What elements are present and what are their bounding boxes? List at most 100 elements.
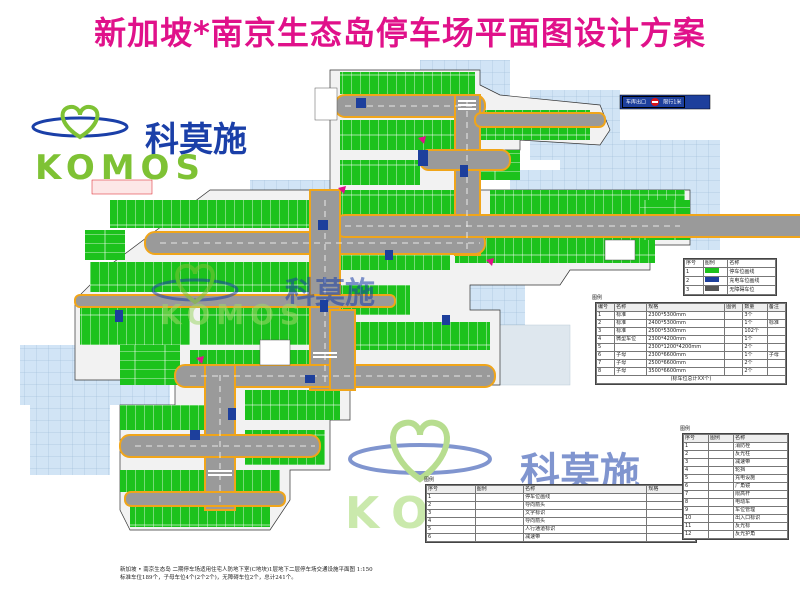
legend2-cell: 8 [595, 367, 616, 376]
legend3-cell: 人行通道标识 [523, 525, 648, 534]
legend2-cell: 2500*5300mm [646, 327, 726, 336]
legend2-cell: 子母 [766, 351, 787, 360]
accessible-charging-stalls [115, 98, 468, 440]
exit-sign-label: 车库出口 [626, 99, 647, 106]
legend4-cell: 5 [682, 474, 710, 483]
heart-logo-icon [31, 104, 129, 140]
legend3-cell: 1 [426, 493, 476, 502]
legend4-cell [708, 522, 735, 531]
legend3-cell: 文字标识 [523, 509, 648, 518]
legend2-cell [724, 359, 744, 368]
heart-watermark-icon [151, 263, 239, 305]
legend4-cell: 7 [682, 490, 710, 499]
legend4-cell: 10 [682, 514, 710, 523]
legend2-cell: 2300*4200mm [646, 335, 726, 344]
legend4-cell [708, 482, 735, 491]
drawing-notes: 新加坡 • 南京生态岛 二期停车场适用住宅人防地下室(C地块)1层地下二层停车场… [120, 566, 420, 582]
legend4-row: 3 减速带 [682, 458, 788, 467]
legend3-cell: 导向箭头 [523, 517, 648, 526]
watermark-english-name: KOMOS [160, 298, 307, 331]
legend2-cell: 6 [595, 351, 616, 360]
legend1-row: 2 充电车位画线 [684, 276, 776, 286]
legend2-cell [766, 359, 787, 368]
legend2-header: 数量 [742, 303, 768, 312]
legend1-header: 名称 [727, 259, 776, 268]
legend1-cell: 3 [684, 285, 704, 295]
legend2-cell: 2个 [742, 367, 768, 376]
legend3-header: 名称 [523, 485, 648, 494]
legend4-cell: 反光护角 [733, 530, 788, 539]
legend4-cell: 出入口标识 [733, 514, 788, 523]
legend3-row: 1 停车位画线 [426, 493, 696, 502]
legend1-cell: 无障碍车位 [727, 285, 776, 295]
legend2-cell: 1个 [742, 335, 768, 344]
legend2-cell: 5 [595, 343, 616, 352]
legend2-cell: 子母 [614, 351, 648, 360]
legend4-cell [708, 442, 735, 451]
legend2-cell: 子母 [614, 367, 648, 376]
legend2-header: 备注 [766, 303, 787, 312]
stair-cores [91, 87, 636, 366]
legend3-cell: 2 [426, 501, 476, 510]
legend2-footer-row: (标车位总计XX个) [596, 375, 786, 384]
legend4-cell [708, 498, 735, 507]
legend2-cell: 2个 [742, 343, 768, 352]
legend3-header: 图例 [474, 485, 525, 494]
legend2-cell: 3 [595, 327, 616, 336]
legend4-cell [708, 514, 735, 523]
legend3-cell: 减速带 [523, 533, 648, 542]
legend2-cell: 标准 [614, 319, 648, 328]
legend2-cell: 1 [595, 311, 616, 320]
legend3-row: 5 人行通道标识 [426, 525, 696, 534]
legend2-header: 规格 [646, 303, 726, 312]
legend4-cell: 充电设施 [733, 474, 788, 483]
watermark-chinese-name: 科莫施 [285, 276, 375, 311]
no-entry-icon [650, 98, 659, 106]
legend3-cell [474, 525, 525, 534]
legend2-cell [614, 343, 648, 352]
legend4-cell [708, 506, 735, 515]
legend2-cell: 3个 [742, 311, 768, 320]
legend2-header: 编号 [595, 303, 616, 312]
legend3-cell: 5 [426, 525, 476, 534]
legend2-cell [724, 327, 744, 336]
legend3-cell: 停车位画线 [523, 493, 648, 502]
limit-sign-label: 限行1米 [663, 99, 682, 106]
legend1-swatch [702, 276, 729, 286]
legend2-cell: 标准 [614, 327, 648, 336]
legend2-cell: 3500*6600mm [646, 367, 726, 376]
legend4-cell: 3 [682, 458, 710, 467]
legend1-cell: 停车位画线 [727, 267, 776, 277]
legend3-cell [474, 533, 525, 542]
legend1-row: 1 停车位画线 [684, 267, 776, 277]
legend4-cell: 反光标 [733, 522, 788, 531]
legend4-header: 名称 [733, 434, 788, 443]
legend2-cell: 标准 [766, 319, 787, 328]
legend2-cell: 标准 [614, 311, 648, 320]
legend1-cell: 1 [684, 267, 704, 277]
legend4-row: 5 充电设施 [682, 474, 788, 483]
legend4-cell: 2 [682, 450, 710, 459]
legend1-cell: 2 [684, 276, 704, 286]
legend4-cell: 反光柱 [733, 450, 788, 459]
heart-watermark-icon-2 [348, 419, 492, 483]
legend2-cell: 1个 [742, 351, 768, 360]
legend2-cell: 7 [595, 359, 616, 368]
entry-markers [196, 136, 494, 364]
legend4-cell: 减速带 [733, 458, 788, 467]
legend4-cell: 8 [682, 498, 710, 507]
